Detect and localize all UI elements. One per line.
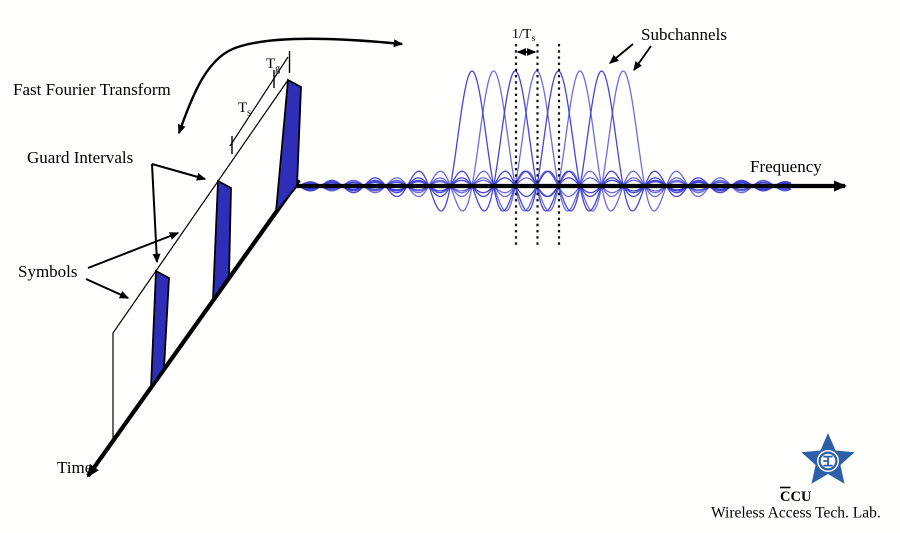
inv-ts-main: 1/T [512,27,532,42]
guard-interval-bar-3 [274,78,302,215]
symbols-arrow-1 [87,232,180,269]
symbols-label: Symbols [18,262,78,281]
subchannel-curves [297,70,792,212]
subchannels-label: Subchannels [641,25,727,44]
guard-intervals-arrow-2 [151,163,161,264]
labels: Fast Fourier Transform Guard Intervals S… [13,25,822,477]
guard-duration-label: Tg [266,56,280,75]
annotation-arrows [85,37,652,299]
guard-interval-bar-1 [149,269,170,391]
symbols-arrow-2 [85,278,130,299]
subchannels-arrow-1 [608,43,634,64]
time-axis-label: Time [57,458,92,477]
ccu-label: CCU [780,489,812,505]
ts-main: T [238,100,247,116]
ccu-logo-icon [801,433,855,484]
guard-intervals-arrow-1 [151,163,207,181]
time-domain-panel [86,51,302,478]
guard-intervals-label: Guard Intervals [27,148,133,167]
lab-signature: CCU Wireless Access Tech. Lab. [711,433,881,522]
fft-transform-arrow [177,37,404,135]
tg-sub: g [275,64,280,75]
lab-name-label: Wireless Access Tech. Lab. [711,505,881,522]
time-axis [86,178,301,478]
subcarrier-spacing-label: 1/Ts [512,27,535,44]
frequency-axis-label: Frequency [750,157,822,176]
inv-ts-sub: s [531,34,535,44]
logo-glyph [823,455,833,467]
ts-sub: s [247,108,251,119]
tg-main: T [266,56,275,72]
frequency-domain-panel [297,44,847,248]
fft-label: Fast Fourier Transform [13,80,171,99]
symbol-duration-label: Ts [238,100,251,119]
subchannels-arrow-2 [633,45,652,72]
guard-interval-bar-2 [211,179,232,303]
logo-ring [818,451,838,471]
ribbon-top-edge [112,79,289,334]
